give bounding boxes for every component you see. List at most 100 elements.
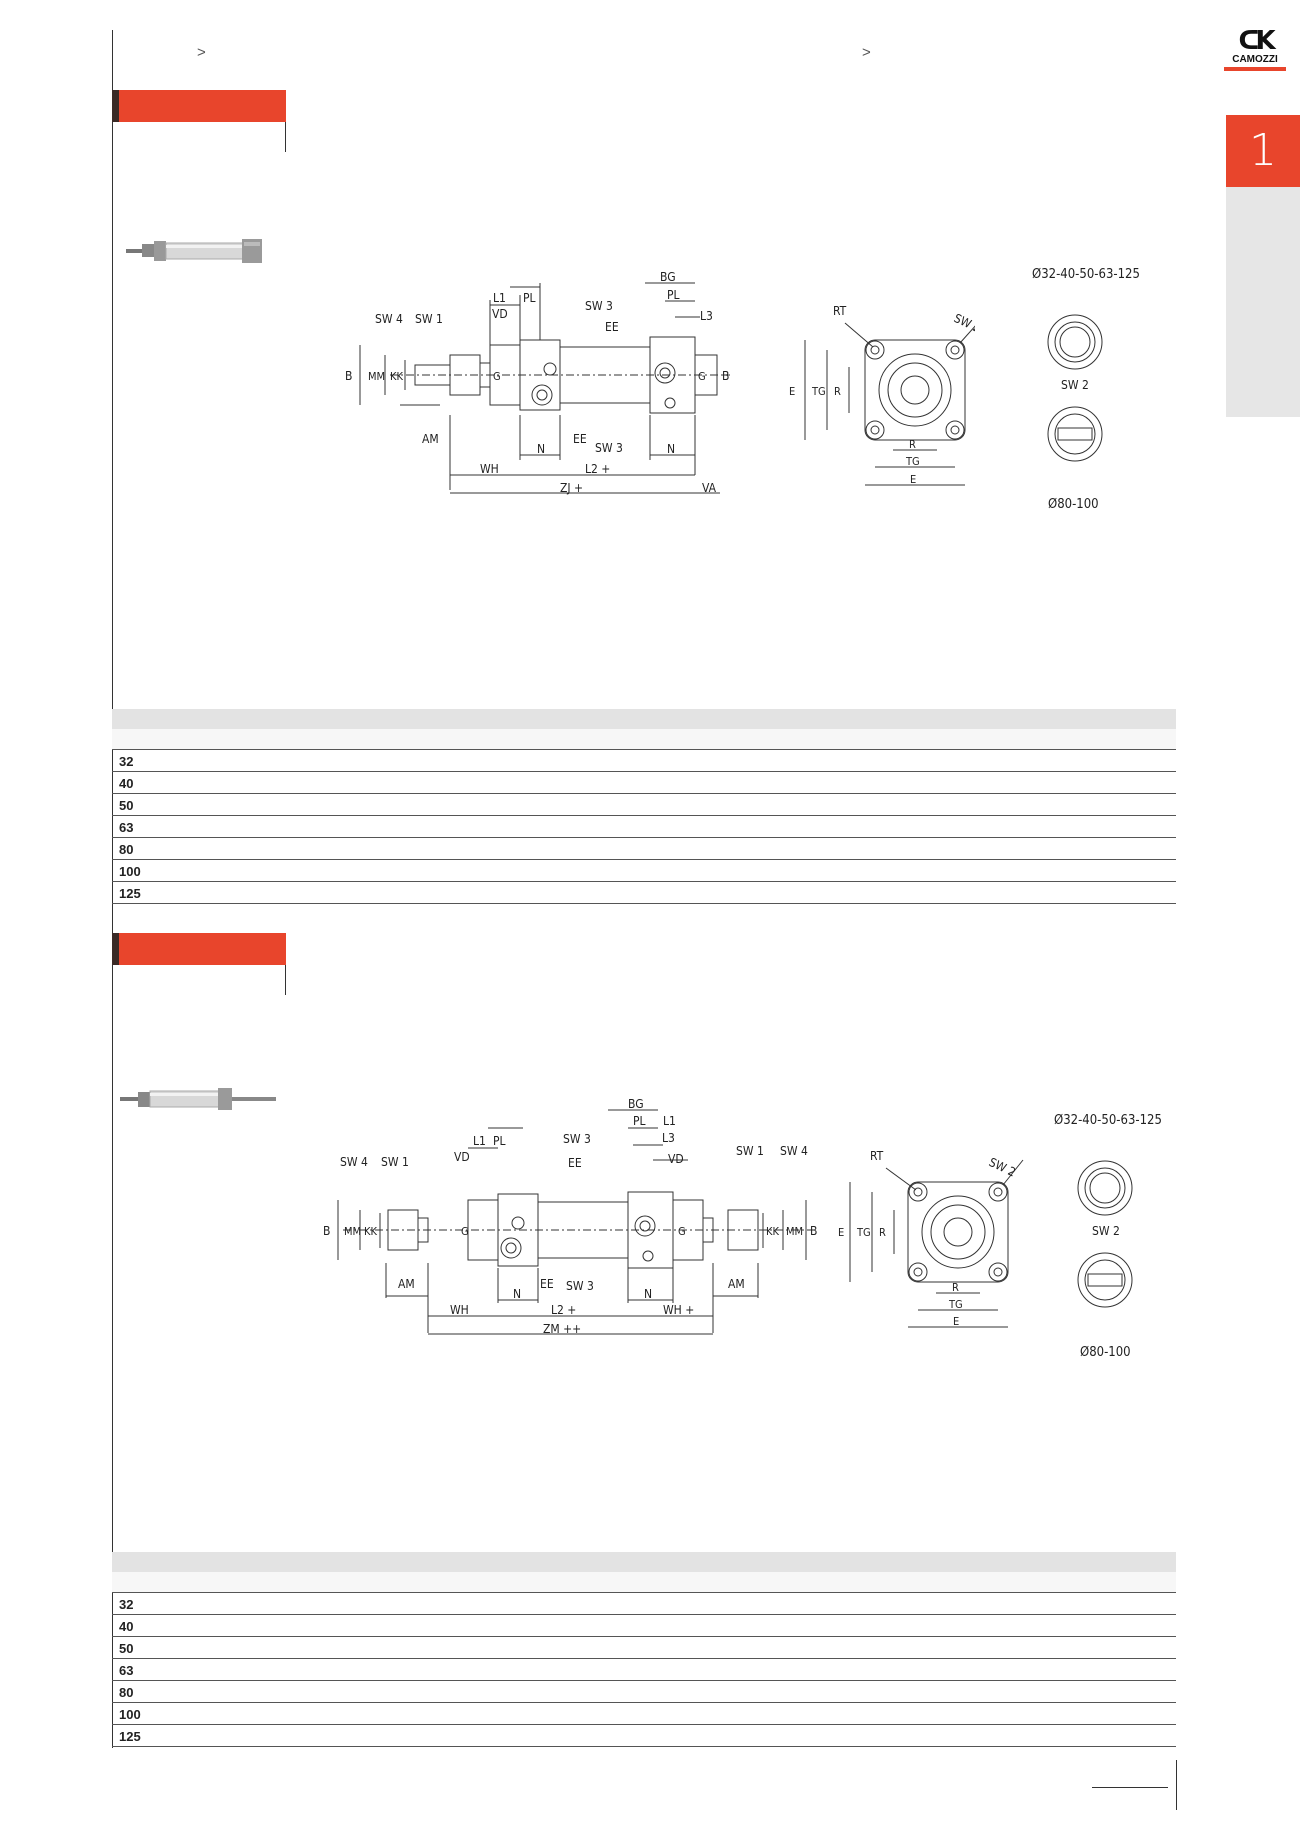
table-row: 125 xyxy=(112,1725,1176,1747)
label-dia-small: Ø32-40-50-63-125 xyxy=(1032,267,1140,282)
label-r: R xyxy=(834,385,841,398)
label-n: N xyxy=(537,442,545,456)
label-sw2-caption: SW 2 xyxy=(1092,1224,1120,1238)
label-sw4-right: SW 4 xyxy=(780,1144,808,1158)
label-wh-right: WH + xyxy=(663,1303,694,1317)
section2-caps-drawing: Ø32-40-50-63-125 SW 2 Ø80-100 xyxy=(1054,1113,1162,1360)
label-pl: PL xyxy=(523,291,536,305)
label-g-right: G xyxy=(698,370,706,383)
row-bore: 63 xyxy=(119,820,134,835)
label-zj: ZJ + xyxy=(560,481,583,495)
chapter-tab[interactable]: 1 xyxy=(1226,115,1300,187)
label-b: B xyxy=(323,1224,330,1238)
label-l3: L3 xyxy=(700,309,713,323)
chapter-tab-rail xyxy=(1226,187,1300,417)
label-n: N xyxy=(513,1287,521,1301)
table-row: 63 xyxy=(112,816,1176,838)
rod-end-left xyxy=(120,1097,140,1101)
table-row: 50 xyxy=(112,1637,1176,1659)
row-bore: 50 xyxy=(119,1641,134,1656)
label-sw1: SW 1 xyxy=(381,1155,409,1169)
label-am: AM xyxy=(422,432,439,446)
front-cap xyxy=(142,244,154,257)
rod-end-right xyxy=(232,1097,276,1101)
section1-caps-drawing: Ø32-40-50-63-125 SW 2 Ø80-100 xyxy=(1032,267,1140,512)
label-sw1: SW 1 xyxy=(415,312,443,326)
section2-product-photo xyxy=(120,1088,276,1110)
label-n-right: N xyxy=(644,1287,652,1301)
label-ee-bottom: EE xyxy=(540,1277,554,1291)
section2-table-header-band xyxy=(112,1552,1176,1572)
label-tg-bottom: TG xyxy=(905,455,920,468)
row-bore: 80 xyxy=(119,1685,134,1700)
label-vd: VD xyxy=(492,307,508,321)
row-bore: 125 xyxy=(119,886,141,901)
label-g-right: G xyxy=(678,1225,686,1238)
logo-underline xyxy=(1224,67,1286,71)
label-g: G xyxy=(461,1225,469,1238)
row-bore: 32 xyxy=(119,1597,134,1612)
section1-dimensions-table: 32 40 50 63 80 100 125 xyxy=(112,709,1176,904)
section2-side-drawing: SW 4 SW 1 L1 VD PL SW 3 EE BG PL L1 L3 V… xyxy=(323,1098,817,1336)
label-tg: TG xyxy=(811,385,826,398)
table-row: 63 xyxy=(112,1659,1176,1681)
label-sw2: SW 2 xyxy=(987,1155,1018,1179)
footer-rule xyxy=(1092,1787,1168,1788)
section1-side-drawing: SW 4 SW 1 L1 VD PL SW 3 EE BG PL L3 B MM… xyxy=(345,270,730,495)
row-bore: 50 xyxy=(119,798,134,813)
camozzi-logo-mark-icon: ᑕK xyxy=(1238,26,1275,56)
label-wh: WH xyxy=(450,1303,469,1317)
label-mm: MM xyxy=(344,1225,361,1238)
label-e-bottom: E xyxy=(953,1315,959,1328)
label-sw3-bottom: SW 3 xyxy=(595,441,623,455)
section2-dimensions-table: 32 40 50 63 80 100 125 xyxy=(112,1552,1176,1747)
rear-head-detail xyxy=(244,242,260,246)
label-l2: L2 + xyxy=(585,462,610,476)
end-cap-square xyxy=(907,1181,1009,1283)
row-bore: 40 xyxy=(119,776,134,791)
table-row: 32 xyxy=(112,750,1176,772)
barrel-highlight xyxy=(150,1093,220,1096)
table-row: 40 xyxy=(112,1615,1176,1637)
breadcrumb-separator-right: > xyxy=(862,44,871,61)
label-sw3: SW 3 xyxy=(563,1132,591,1146)
label-sw3: SW 3 xyxy=(585,299,613,313)
label-g: G xyxy=(493,370,501,383)
label-sw2-caption: SW 2 xyxy=(1061,378,1089,392)
section2-title-tick xyxy=(285,965,286,995)
label-va: VA xyxy=(702,481,717,495)
label-l1-right: L1 xyxy=(663,1114,676,1128)
section1-table-header-band xyxy=(112,709,1176,729)
end-cap-square xyxy=(864,339,966,441)
table-row: 100 xyxy=(112,860,1176,882)
section2-front-drawing: RT SW 2 E TG R R TG E xyxy=(838,1149,1024,1328)
label-e: E xyxy=(789,385,795,398)
label-r-bottom: R xyxy=(909,438,916,451)
label-bg: BG xyxy=(660,270,676,284)
label-sw4: SW 4 xyxy=(375,312,403,326)
rear-head xyxy=(218,1088,232,1110)
label-wh: WH xyxy=(480,462,499,476)
label-tg-bottom: TG xyxy=(948,1298,963,1311)
label-mm-right: MM xyxy=(786,1225,803,1238)
label-b-right: B xyxy=(810,1224,817,1238)
label-dia-large: Ø80-100 xyxy=(1080,1345,1131,1360)
label-dia-small: Ø32-40-50-63-125 xyxy=(1054,1113,1162,1128)
row-bore: 125 xyxy=(119,1729,141,1744)
section2-table-subheader xyxy=(112,1572,1176,1593)
label-am-right: AM xyxy=(728,1277,745,1291)
label-ee: EE xyxy=(568,1156,582,1170)
label-zm: ZM ++ xyxy=(543,1322,581,1336)
label-l1: L1 xyxy=(493,291,506,305)
table-row: 100 xyxy=(112,1703,1176,1725)
label-sw3-bottom: SW 3 xyxy=(566,1279,594,1293)
label-am: AM xyxy=(398,1277,415,1291)
label-rt: RT xyxy=(833,304,847,318)
label-mm: MM xyxy=(368,370,385,383)
label-b: B xyxy=(345,369,352,383)
label-l1: L1 xyxy=(473,1134,486,1148)
camozzi-logo: ᑕK CAMOZZI xyxy=(1224,28,1286,71)
label-e: E xyxy=(838,1226,844,1239)
label-ee-bottom: EE xyxy=(573,432,587,446)
label-kk: KK xyxy=(364,1225,377,1238)
